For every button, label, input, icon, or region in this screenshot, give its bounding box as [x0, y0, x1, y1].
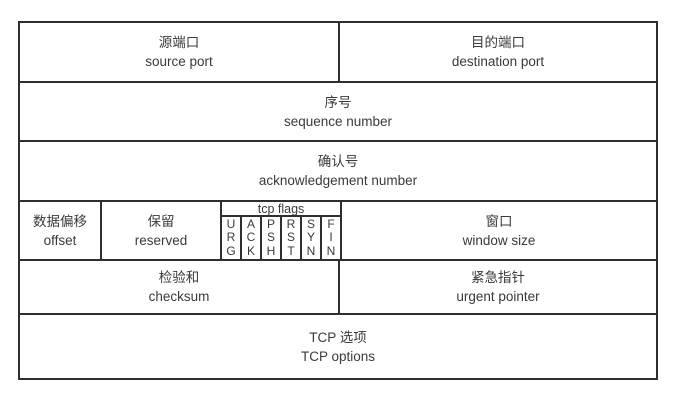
row-checksum-urgent: 检验和 checksum 紧急指针 urgent pointer [20, 259, 656, 313]
flag-cell-fin: FIN [320, 217, 340, 259]
window-size-label-zh: 窗口 [485, 213, 513, 229]
cell-offset: 数据偏移 offset [20, 202, 100, 259]
offset-label-zh: 数据偏移 [33, 213, 87, 229]
cell-source-port: 源端口 source port [20, 23, 338, 81]
urgent-pointer-label-zh: 紧急指针 [471, 270, 525, 285]
acknowledgement-number-label-en: acknowledgement number [258, 173, 418, 188]
reserved-label-zh: 保留 [147, 213, 175, 229]
checksum-label-en: checksum [148, 289, 210, 304]
cell-destination-port: 目的端口 destination port [338, 23, 656, 81]
tcp-flags-cells: URG ACK PSH RST SYN FIN [222, 217, 340, 259]
tcp-options-label-en: TCP options [300, 348, 376, 364]
flag-cell-rst: RST [280, 217, 300, 259]
window-size-label-en: window size [462, 232, 536, 248]
cell-window-size: 窗口 window size [340, 202, 656, 259]
row-sequence-number: 序号 sequence number [20, 81, 656, 140]
offset-label-en: offset [43, 232, 77, 248]
flag-label-fin: FIN [326, 216, 336, 258]
tcp-header-table: 源端口 source port 目的端口 destination port 序号… [18, 21, 658, 380]
cell-reserved: 保留 reserved [100, 202, 220, 259]
cell-urgent-pointer: 紧急指针 urgent pointer [338, 261, 656, 313]
reserved-label-en: reserved [134, 232, 188, 248]
flag-label-syn: SYN [306, 216, 316, 258]
checksum-label-zh: 检验和 [158, 270, 200, 285]
source-port-label-en: source port [145, 54, 213, 69]
flag-label-urg: URG [226, 216, 236, 258]
flag-label-rst: RST [286, 216, 296, 258]
source-port-label-zh: 源端口 [158, 35, 200, 50]
flag-cell-urg: URG [222, 217, 240, 259]
row-tcp-options: TCP 选项 TCP options [20, 313, 656, 378]
cell-checksum: 检验和 checksum [20, 261, 338, 313]
destination-port-label-en: destination port [451, 54, 545, 69]
flag-label-psh: PSH [266, 216, 276, 258]
tcp-options-label-zh: TCP 选项 [309, 329, 367, 345]
flag-cell-psh: PSH [260, 217, 280, 259]
acknowledgement-number-label-zh: 确认号 [317, 154, 359, 169]
flag-cell-ack: ACK [240, 217, 260, 259]
cell-tcp-flags: tcp flags URG ACK PSH RST SYN [220, 202, 340, 259]
row-offset-flags-window: 数据偏移 offset 保留 reserved tcp flags URG AC… [20, 200, 656, 259]
sequence-number-label-en: sequence number [283, 113, 393, 129]
row-ports: 源端口 source port 目的端口 destination port [20, 23, 656, 81]
row-acknowledgement-number: 确认号 acknowledgement number [20, 140, 656, 200]
flag-label-ack: ACK [246, 216, 256, 258]
cell-acknowledgement-number: 确认号 acknowledgement number [20, 142, 656, 200]
tcp-flags-header: tcp flags [222, 202, 340, 217]
urgent-pointer-label-en: urgent pointer [456, 289, 540, 304]
cell-tcp-options: TCP 选项 TCP options [20, 315, 656, 378]
destination-port-label-zh: 目的端口 [471, 35, 525, 50]
flag-cell-syn: SYN [300, 217, 320, 259]
cell-sequence-number: 序号 sequence number [20, 83, 656, 140]
sequence-number-label-zh: 序号 [324, 94, 352, 110]
